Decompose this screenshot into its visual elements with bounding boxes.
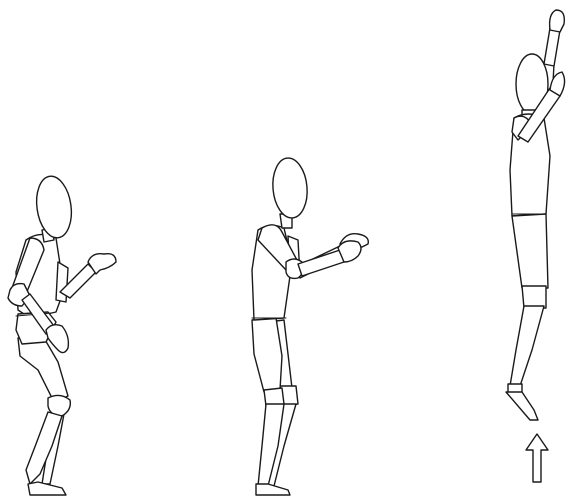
up-arrow-icon [526, 434, 548, 482]
mannequin-standing [252, 157, 368, 495]
mannequin-jumping-shin [510, 306, 544, 386]
mannequin-standing-thigh [252, 318, 282, 392]
mannequin-standing-head [270, 157, 309, 220]
mannequin-jumping [506, 10, 565, 482]
mannequin-standing-near-forearm [298, 250, 344, 276]
mannequin-crouched-head [33, 174, 75, 240]
mannequin-crouched-foot [28, 482, 66, 495]
mannequin-jumping-thigh [512, 214, 548, 288]
mannequin-crouched [8, 174, 116, 495]
mannequin-jumping-far-hand [550, 10, 565, 32]
mannequin-jumping-foot [506, 392, 538, 420]
mannequin-jumping-far-forearm [544, 28, 560, 66]
mannequin-standing-foot [256, 484, 290, 495]
mannequin-jumping-knee [522, 286, 546, 308]
